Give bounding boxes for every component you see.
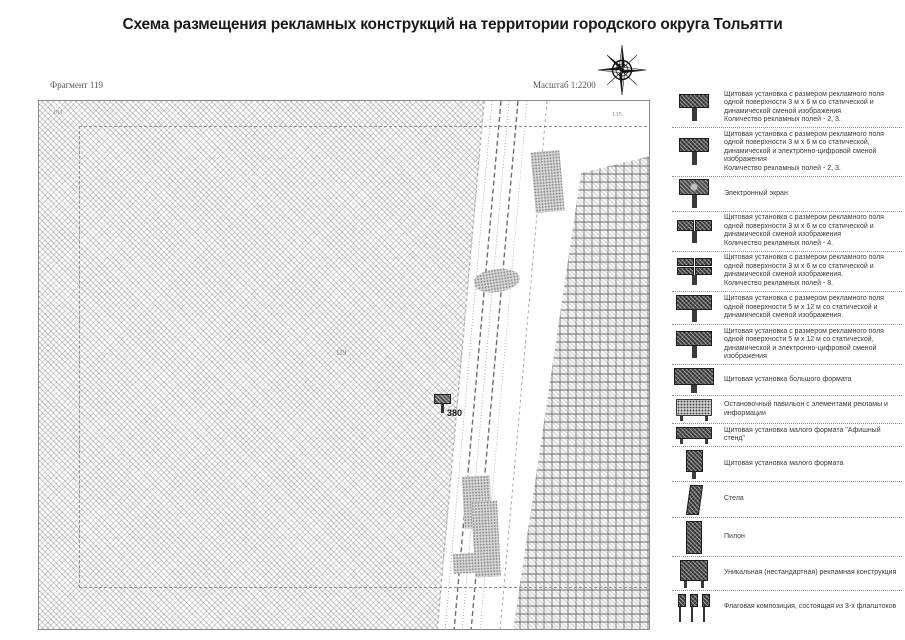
legend-item-label: Щитовая установка с размером рекламного … [724,90,884,115]
electronic-screen-icon [679,179,709,209]
legend-item: Щитовая установка с размером рекламного … [672,325,902,366]
billboard-marker-380: 380 [434,394,474,418]
legend-item-note: Количество рекламных полей - 8. [724,280,834,287]
small-format-billboard-icon [685,449,703,479]
building-footprint [452,552,486,574]
legend-item: Остановочный павильон с элементами рекла… [672,396,902,425]
hatched-terrain-area [39,101,485,629]
billboard-panel-icon [434,394,451,404]
compass-rose-icon [597,44,647,101]
billboard-3x6-digital-icon [679,138,709,166]
legend-item: Щитовая установка с размером рекламного … [672,212,902,252]
billboard-3x6-icon [679,94,709,122]
legend-item: Электронный экран [672,177,902,212]
legend-item: Щитовая установка малого формата "Афишны… [672,424,902,448]
legend-item: Щитовая установка малого формата [672,447,902,483]
legend-item: Щитовая установка с размером рекламного … [672,292,902,326]
legend-item: Уникальная (нестандартная) рекламная кон… [672,557,902,592]
legend-item-note: Количество рекламных полей - 2, 3. [724,116,841,124]
legend-item-label: Щитовая установка с размером рекламного … [724,295,884,320]
stela-icon [685,484,703,515]
adjacent-fragment-ref: 135 [612,111,622,118]
legend-item-label: Флаговая композиция, состоящая из 3-х фл… [724,603,897,611]
legend-item-label: Щитовая установка с размером рекламного … [724,254,884,279]
flag-composition-icon [678,593,710,622]
billboard-5x12-digital-icon [676,331,712,359]
legend-item-label: Стела [724,495,744,503]
legend-item-label: Щитовая установка большого формата [724,375,852,383]
billboard-3x6-8fields-icon [676,257,712,285]
marker-number: 380 [447,408,463,418]
legend-item-label: Уникальная (нестандартная) рекламная кон… [724,569,897,577]
legend-item: Щитовая установка с размером рекламного … [672,88,902,129]
large-format-billboard-icon [674,367,714,393]
legend-item: Щитовая установка с размером рекламного … [672,252,902,293]
unique-construction-icon [680,559,708,588]
legend-item-label: Электронный экран [724,189,788,197]
legend-item: Щитовая установка большого формата [672,365,902,397]
legend-item: Флаговая композиция, состоящая из 3-х фл… [672,591,902,624]
legend-item: Пилон [672,518,902,558]
billboard-5x12-icon [676,294,712,322]
poster-stand-icon [676,426,712,444]
building-footprint [530,149,565,214]
legend: Щитовая установка с размером рекламного … [672,88,902,624]
adjacent-fragment-ref: 101 [53,109,63,116]
legend-item-label: Пилон [724,532,745,540]
legend-item-note: Количество рекламных полей - 4. [724,239,834,247]
fragment-label: Фрагмент 119 [50,80,104,90]
legend-item-label: Остановочный павильон с элементами рекла… [724,401,888,417]
bus-stop-pavilion-icon [676,398,712,421]
legend-item-label: Щитовая установка с размером рекламного … [724,130,884,164]
map-fragment: 101 135 119 380 [38,100,650,630]
billboard-3x6-4fields-icon [676,219,712,243]
legend-item-note: Количество рекламных полей - 2, 3. [724,164,841,172]
legend-item: Щитовая установка с размером рекламного … [672,128,902,177]
legend-item-label: Щитовая установка малого формата "Афишны… [724,426,881,443]
billboard-pole [441,404,444,413]
legend-item: Стела [672,482,902,519]
page-title: Схема размещения рекламных конструкций н… [122,16,783,33]
scale-label: Масштаб 1:2200 [533,80,596,90]
legend-item-label: Щитовая установка с размером рекламного … [724,214,884,239]
legend-item-label: Щитовая установка с размером рекламного … [724,327,884,361]
pylon-icon [686,520,702,554]
legend-item-label: Щитовая установка малого формата [724,459,844,467]
fragment-number: 119 [336,349,347,357]
